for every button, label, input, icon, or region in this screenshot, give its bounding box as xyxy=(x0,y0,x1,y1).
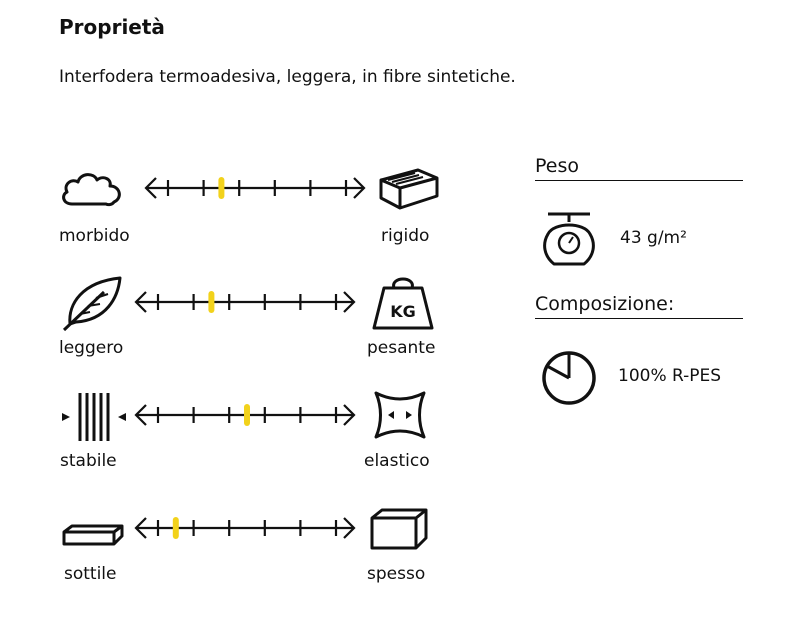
thin-block-icon xyxy=(62,524,124,546)
composition-heading: Composizione: xyxy=(535,293,743,319)
thick-block-icon xyxy=(370,508,428,550)
fabric-stable-icon xyxy=(62,393,126,441)
weight-scale xyxy=(134,291,356,313)
product-description: Interfodera termoadesiva, leggera, in fi… xyxy=(59,67,516,87)
cloud-icon xyxy=(62,173,121,207)
stretch-scale xyxy=(134,404,356,426)
scale-left-label: leggero xyxy=(59,338,124,358)
scale-icon xyxy=(543,212,595,266)
thickness-marker xyxy=(172,517,179,539)
brick-icon xyxy=(379,168,439,210)
fabric-stretch-icon xyxy=(374,391,426,439)
scale-track xyxy=(134,517,356,539)
stiffness-marker xyxy=(218,177,225,199)
weight-value: 43 g/m² xyxy=(620,228,687,248)
section-title: Proprietà xyxy=(59,15,165,39)
weight-icon: KG xyxy=(372,277,434,330)
scale-track xyxy=(134,291,356,313)
stiffness-scale xyxy=(144,177,366,199)
scale-row-thickness: sottile spesso xyxy=(0,498,460,608)
scale-right-label: spesso xyxy=(367,564,426,584)
scale-right-label: pesante xyxy=(367,338,436,358)
pie-icon xyxy=(542,351,596,405)
scale-left-label: sottile xyxy=(64,564,117,584)
scale-track xyxy=(144,177,366,199)
svg-text:KG: KG xyxy=(390,302,416,321)
scale-right-label: elastico xyxy=(364,451,430,471)
thickness-scale xyxy=(134,517,356,539)
composition-value: 100% R-PES xyxy=(618,366,722,386)
stretch-marker xyxy=(244,404,250,426)
scale-row-stretch: stabile elastico xyxy=(0,385,460,495)
scale-left-label: stabile xyxy=(60,451,117,471)
scale-right-label: rigido xyxy=(381,226,430,246)
weight-heading: Peso xyxy=(535,155,743,181)
scale-row-stiffness: morbido rigido xyxy=(0,160,460,270)
weight-marker xyxy=(208,291,215,313)
scale-left-label: morbido xyxy=(59,226,130,246)
scale-row-weight: KG leggero pesante xyxy=(0,272,460,382)
feather-icon xyxy=(62,276,122,332)
